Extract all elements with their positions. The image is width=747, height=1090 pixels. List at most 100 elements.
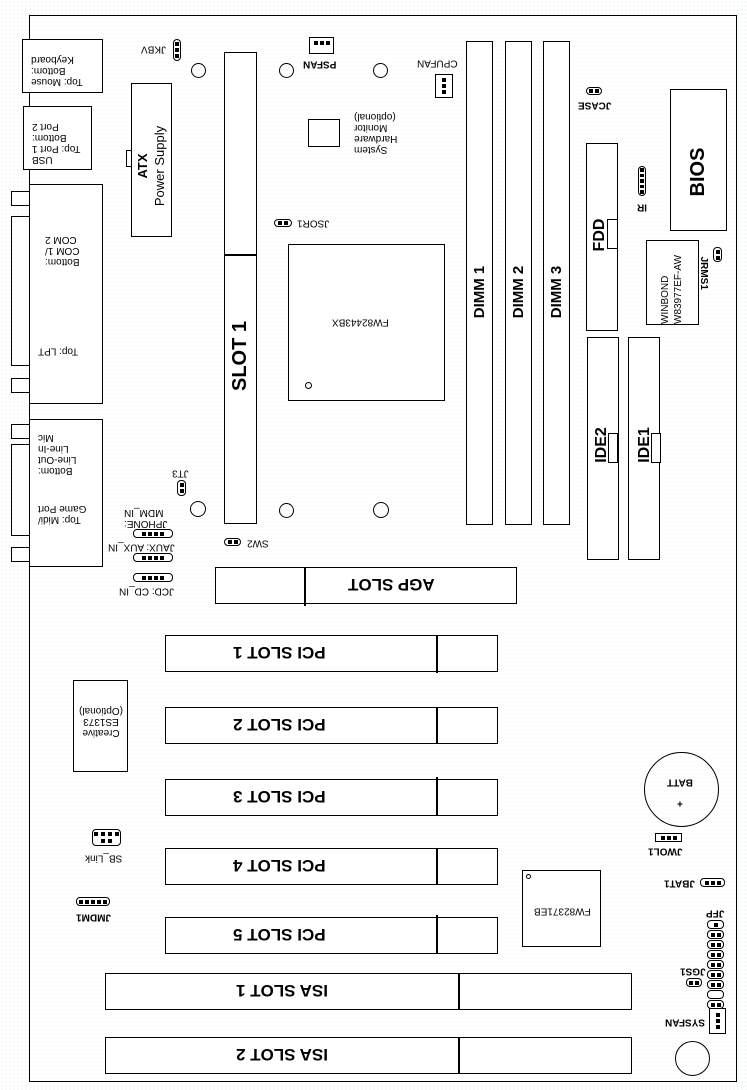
southbridge-chip <box>522 870 601 947</box>
cpu-slot-divider <box>224 254 257 256</box>
audio-label: Bottom: Line-Out Line-In Mic <box>38 432 76 476</box>
jfp-label: JFP <box>706 907 725 919</box>
com-label-1: Bottom: <box>45 256 80 267</box>
dimm-slot-1 <box>466 41 493 525</box>
audio-label-1: Bottom: <box>38 465 73 476</box>
southbridge-label: FW82371EB <box>534 905 591 917</box>
sw2-jumper <box>224 538 241 546</box>
usb-label-3: Bottom: <box>32 132 67 143</box>
jphone-header <box>133 529 173 538</box>
jaux-header <box>133 553 173 562</box>
jgs1-jumper <box>686 978 702 987</box>
cpufan-header <box>435 74 453 98</box>
agp-label: AGP SLOT <box>348 574 435 594</box>
jcase-jumper <box>586 87 602 95</box>
ide2-key <box>608 433 618 463</box>
ir-label: IR <box>637 201 647 213</box>
hw-monitor-label-4: (optional) <box>354 111 396 122</box>
game-audio-ports <box>29 419 103 567</box>
mounting-hole <box>191 63 206 78</box>
com-label-3: COM 2 <box>45 234 77 245</box>
psfan-header <box>309 37 334 54</box>
ps2-label-2: Bottom: <box>31 65 66 76</box>
jmdm1-label: JMDM1 <box>76 911 112 923</box>
superio-chip <box>646 240 699 325</box>
pci-slot-divider <box>436 915 438 954</box>
jsor1-jumper <box>274 219 292 227</box>
isa-slot-1 <box>105 973 632 1010</box>
bios-label: BIOS <box>687 147 709 197</box>
psfan-label: PSFAN <box>303 58 337 70</box>
pci-slot-1-label: PCI SLOT 1 <box>233 642 326 662</box>
atx-latch <box>126 150 132 167</box>
pci-slot-5 <box>165 917 498 954</box>
ir-header <box>638 166 646 196</box>
port-tab-3 <box>11 378 30 393</box>
pci-slot-divider <box>436 707 438 744</box>
cpu-slot-1 <box>224 52 257 524</box>
northbridge-chip <box>288 244 445 401</box>
superio-label-2: W83977EF-AW <box>673 254 684 324</box>
jfp-row <box>707 970 724 979</box>
jfp-row <box>707 930 724 939</box>
battery-polarity: + <box>677 797 683 809</box>
jfp-row <box>707 990 724 999</box>
port-tab-4 <box>11 424 30 439</box>
jfp-row <box>707 960 724 969</box>
battery <box>644 752 719 827</box>
lpt-label: Top: LPT <box>38 345 79 357</box>
pci-slot-2 <box>165 707 498 744</box>
pin1-marker <box>526 874 531 879</box>
usb-label-2: Top: Port 1 <box>32 143 81 154</box>
hw-monitor-label-1: System <box>354 144 388 155</box>
jcd-header <box>133 573 173 582</box>
jrms1-jumper <box>713 247 722 262</box>
bios-chip <box>670 89 727 231</box>
jfp-row <box>707 920 724 929</box>
sw2-label: SW2 <box>247 537 269 549</box>
superio-label-1: WINBOND <box>660 275 671 324</box>
jfp-row <box>707 940 724 949</box>
dimm-2-label: DIMM 2 <box>510 265 527 319</box>
jkbv-jumper <box>173 39 181 61</box>
sb-link-label: SB_Link <box>85 852 123 864</box>
audio-label-3: Line-In <box>38 443 69 454</box>
atx-label-2: Power Supply <box>152 125 167 207</box>
sysfan-header <box>709 1008 726 1034</box>
game-label: Top: Midi/ Game Port <box>38 503 86 525</box>
dimm-slot-2 <box>505 41 532 525</box>
pci-slot-3 <box>165 779 498 816</box>
jwol1-header <box>655 833 682 842</box>
fdd-label: FDD <box>591 218 608 252</box>
dimm-1-label: DIMM 1 <box>471 265 488 319</box>
jbat1-label: JBAT1 <box>664 877 695 889</box>
isa-slot-divider <box>458 1037 460 1074</box>
mounting-hole <box>190 501 206 517</box>
audio-chip-label-3: (Optional) <box>79 705 123 716</box>
hw-monitor-label-3: Monitor <box>354 122 388 133</box>
audio-chip <box>73 680 128 772</box>
jphone-label-1: JPHONE: <box>124 518 168 529</box>
jfp-row <box>707 950 724 959</box>
port-tab-5 <box>11 444 30 536</box>
jaux-label: JAUX: AUX_IN <box>108 541 175 553</box>
pci-slot-1 <box>165 635 498 672</box>
pci-slot-5-label: PCI SLOT 5 <box>233 924 326 944</box>
audio-label-2: Line-Out <box>38 454 77 465</box>
port-tab-6 <box>11 547 30 562</box>
cpu-slot-label: SLOT 1 <box>229 321 251 392</box>
jt3-jumper <box>177 480 186 496</box>
superio-label: WINBOND W83977EF-AW <box>659 244 685 324</box>
jfp-row <box>707 980 724 989</box>
pci-slot-divider <box>436 635 438 673</box>
usb-label-4: Port 2 <box>32 121 59 132</box>
cpufan-label: CPUFAN <box>417 57 458 69</box>
isa-slot-2 <box>105 1037 632 1074</box>
port-tab-2 <box>11 216 30 366</box>
jsor1-label: JSOR1 <box>297 217 330 229</box>
ide1-label: IDE1 <box>636 427 653 463</box>
sb-link-header <box>92 829 121 846</box>
northbridge-label: FW82443BX <box>332 316 389 328</box>
com-label: Bottom: COM 1/ COM 2 <box>45 234 79 267</box>
isa-slot-2-label: ISA SLOT 2 <box>236 1044 328 1064</box>
